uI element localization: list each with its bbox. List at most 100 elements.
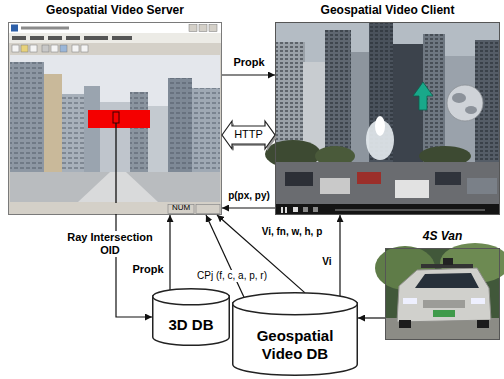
server-screenshot-part: [84, 86, 100, 172]
server-screenshot-part: [9, 23, 222, 215]
server-screenshot-part: [9, 33, 221, 43]
arrow-connector: [206, 215, 244, 297]
server-screenshot-part: [189, 25, 197, 32]
server-screenshot-part: [42, 45, 49, 52]
arrow-connector: [339, 215, 340, 296]
server-screenshot-part: [9, 203, 221, 214]
double-arrow: [222, 121, 275, 149]
server-screenshot-part: [113, 112, 119, 123]
client-video-frame-part: [293, 207, 298, 212]
client-video-frame-part: [452, 93, 466, 103]
client-video-frame-part: [275, 162, 500, 204]
server-screenshot-part: [168, 78, 192, 172]
server-screenshot-part: [12, 45, 19, 52]
van-photo-part: [386, 249, 500, 340]
van-photo-part: [415, 273, 479, 288]
server-screenshot-part: [62, 94, 84, 172]
server-screenshot-part: [199, 25, 207, 32]
server-screenshot-part: [9, 23, 221, 33]
server-screenshot-part: [72, 45, 79, 52]
db-label: Geospatial Video DB: [245, 327, 345, 363]
van-photo-part: [471, 298, 485, 304]
window-heading: Geospatial Video Client: [321, 3, 455, 17]
client-video-frame-part: [275, 204, 500, 215]
server-screenshot-part: [112, 36, 132, 40]
server-window: Geospatial Video Server: [8, 22, 222, 215]
client-video-frame-part: [285, 207, 287, 213]
server-screenshot-part: [30, 45, 37, 52]
cylinder-top: [153, 289, 230, 305]
edge-label: Propk: [130, 263, 165, 276]
client-video-frame-part: [357, 172, 381, 184]
client-window: Geospatial Video Client: [275, 22, 500, 215]
server-screenshot-part: [168, 78, 192, 172]
edge-label: HTTP: [234, 128, 263, 141]
client-video-frame-part: [325, 30, 351, 160]
edge-label: CPj (f, c, a, p, r): [195, 270, 269, 282]
server-screenshot-part: [196, 205, 220, 214]
van-photo-frame: 4S Van: [385, 248, 500, 340]
van-photo-part: [399, 320, 411, 328]
arrow-connector: [222, 74, 275, 75]
client-video-frame-part: [395, 180, 429, 198]
client-video-frame-part: [281, 207, 283, 213]
server-screenshot-part: [62, 94, 84, 172]
server-screenshot-part: [192, 88, 220, 172]
server-screenshot-part: [10, 62, 44, 172]
client-video-frame-part: [303, 207, 308, 212]
server-screenshot-part: [9, 43, 221, 54]
edge-label: Propk: [231, 56, 266, 69]
van-photo-part: [477, 320, 489, 328]
status-text: NUM: [172, 204, 190, 213]
server-screenshot-part: [11, 25, 18, 32]
edge-label: Vi, fn, w, h, p: [260, 226, 325, 238]
arrow-connector: [358, 317, 385, 318]
client-video-frame-part: [320, 178, 350, 194]
client-video-frame-part: [465, 106, 477, 114]
edge-label: p(px, py): [226, 190, 272, 202]
server-screenshot-part: [10, 55, 220, 202]
server-screenshot-part: [88, 110, 150, 128]
van-photo: [375, 243, 504, 340]
client-video-frame-part: [413, 82, 433, 110]
db-label-area: Geospatial Video DB: [232, 314, 358, 376]
server-screenshot: [9, 23, 222, 216]
client-video-frame-part: [285, 172, 313, 186]
client-video-frame-part: [375, 116, 385, 136]
server-screenshot-part: [192, 88, 220, 172]
server-screenshot-part: [44, 74, 62, 172]
van-photo-part: [443, 258, 453, 265]
edge-label: Vi: [320, 256, 333, 268]
server-screenshot-part: [10, 172, 220, 202]
arrow-connector: [169, 215, 170, 290]
client-video-frame-part: [335, 209, 485, 211]
arrow-connector: [222, 207, 275, 208]
client-video-frame-part: [467, 178, 497, 194]
client-video-frame-part: [393, 44, 423, 162]
server-screenshot-part: [51, 45, 58, 52]
server-screenshot-part: [130, 92, 148, 172]
cylinder-top: [233, 293, 358, 315]
server-screenshot-part: [66, 36, 80, 40]
client-video-frame-part: [276, 23, 500, 215]
window-heading: Geospatial Video Server: [46, 3, 184, 17]
client-video-frame-part: [325, 30, 351, 160]
server-screenshot-part: [78, 172, 158, 202]
client-video-frame-part: [435, 172, 461, 185]
server-screenshot-part: [168, 205, 194, 214]
client-video-frame: [265, 22, 500, 215]
van-photo-part: [423, 300, 465, 308]
server-screenshot-part: [12, 36, 26, 40]
db-label-area: 3D DB: [152, 304, 230, 346]
database-cylinder: 3D DB: [152, 288, 230, 346]
server-screenshot-part: [81, 45, 88, 52]
server-screenshot-part: [115, 123, 116, 215]
server-screenshot-part: [148, 106, 168, 172]
van-photo-part: [433, 310, 455, 317]
client-video-frame-part: [351, 52, 369, 162]
server-screenshot-part: [48, 36, 62, 40]
server-screenshot-part: [130, 92, 148, 172]
server-screenshot-part: [30, 36, 44, 40]
client-video-frame-part: [447, 85, 483, 121]
